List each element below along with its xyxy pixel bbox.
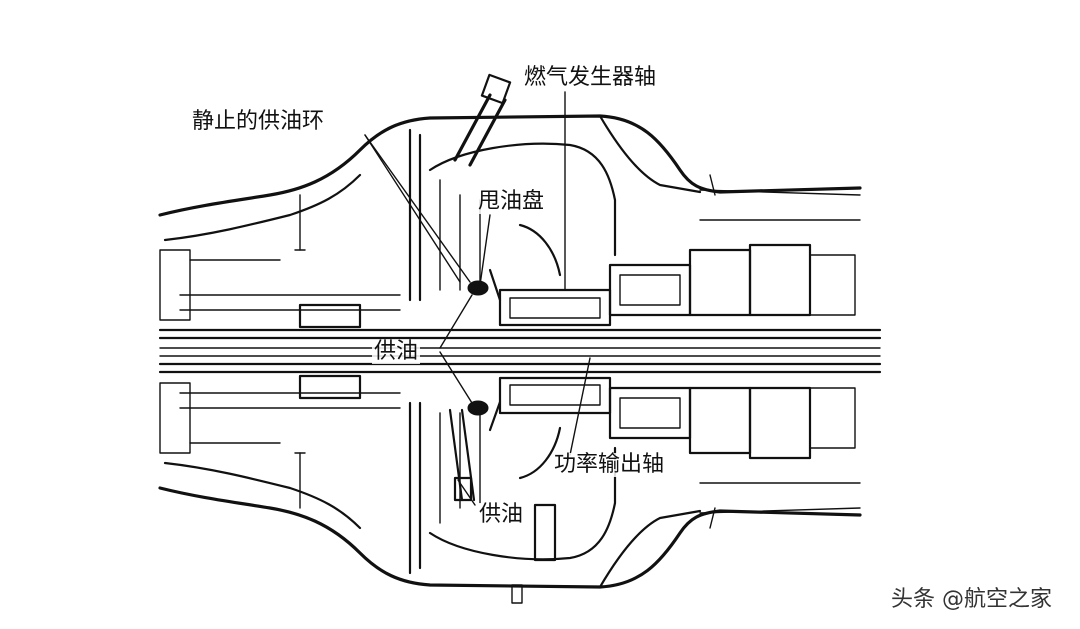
upper-bearing-area xyxy=(179,243,856,329)
bottom-connector xyxy=(511,584,523,604)
label-oil-slinger: 甩油盘 xyxy=(476,189,547,214)
lower-bearing-area xyxy=(179,374,856,460)
upper-inner-cavity xyxy=(428,142,617,291)
watermark-text: 头条 @航空之家 xyxy=(885,579,1058,615)
label-oil-supply-center: 供油 xyxy=(372,339,421,364)
label-power-output-shaft: 功率输出轴 xyxy=(552,452,667,477)
right-turbine-section xyxy=(699,174,861,529)
lower-oil-tube xyxy=(448,408,476,502)
upper-casing xyxy=(158,114,862,302)
lower-inner-cavity xyxy=(428,412,617,562)
label-oil-supply-bottom: 供油 xyxy=(477,502,526,527)
oil-slinger-disks xyxy=(467,268,502,432)
left-intake xyxy=(159,249,281,454)
leader-lines xyxy=(364,91,591,506)
upper-oil-tube xyxy=(453,73,512,167)
label-static-oil-ring: 静止的供油环 xyxy=(190,109,327,134)
label-gas-generator-shaft: 燃气发生器轴 xyxy=(522,65,659,90)
central-shaft xyxy=(158,328,882,374)
lower-casing xyxy=(158,401,862,589)
